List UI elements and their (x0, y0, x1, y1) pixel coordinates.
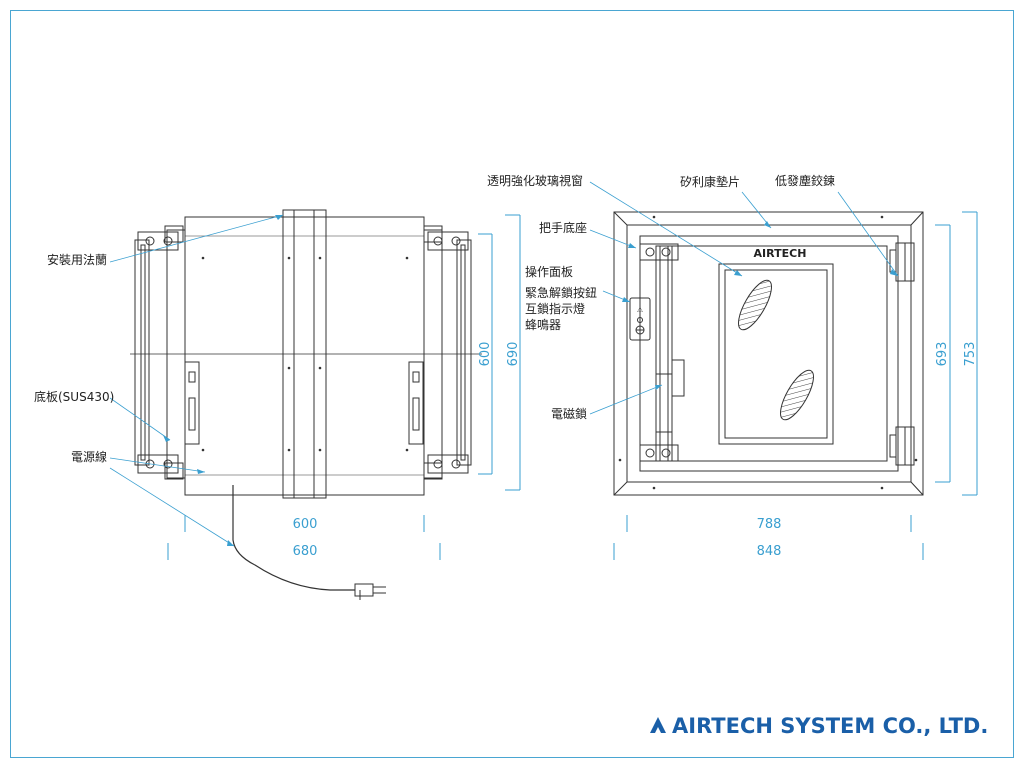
dim-left-inner-height: 600 (478, 342, 493, 367)
label-gasket: 矽利康墊片 (680, 174, 740, 189)
glass-reflection-bottom (780, 369, 814, 421)
label-interlock-indicator: 互鎖指示燈 (525, 301, 585, 316)
label-control-panel: 操作面板 (525, 264, 573, 279)
handle-base-bottom (639, 444, 679, 462)
viewing-window (718, 263, 834, 445)
company-logo-icon (650, 717, 666, 733)
handle-base-top (639, 243, 679, 261)
control-panel: ⚠ (629, 297, 651, 341)
dim-left-outer-width: 680 (293, 544, 318, 559)
power-cord (232, 485, 355, 591)
label-mounting-flange: 安裝用法蘭 (47, 252, 107, 267)
label-power-cord: 電源線 (71, 449, 107, 464)
right-handle (408, 361, 424, 445)
power-plug (354, 583, 386, 600)
left-rail-right (456, 239, 472, 466)
door-panel (639, 235, 899, 472)
drawing-frame (10, 10, 1014, 758)
label-base-plate: 底板(SUS430) (34, 389, 114, 404)
label-handle-base: 把手底座 (539, 220, 587, 235)
label-buzzer: 蜂鳴器 (525, 318, 561, 332)
dim-right-inner-height: 693 (935, 342, 950, 367)
flange-bracket-bl (137, 454, 184, 480)
svg-text:⚠: ⚠ (637, 306, 644, 314)
company-name: AIRTECH SYSTEM CO., LTD. (672, 714, 988, 738)
right-view: ⚠ (589, 181, 978, 560)
left-view (109, 209, 521, 600)
label-magnetic-lock: 電磁鎖 (551, 406, 587, 421)
hinge-top (889, 242, 915, 282)
label-viewing-window: 透明強化玻璃視窗 (487, 173, 583, 188)
dim-left-outer-height: 690 (506, 342, 521, 367)
dim-right-outer-width: 848 (757, 544, 782, 559)
dim-right-outer-height: 753 (963, 342, 978, 367)
left-body-outline (184, 216, 425, 496)
flange-bracket-tl (137, 225, 184, 251)
glass-reflection-top (738, 279, 772, 331)
door-brand-text: AIRTECH (754, 247, 807, 260)
hinge-bottom (889, 426, 915, 466)
left-handle (184, 361, 200, 445)
magnetic-lock (655, 359, 685, 433)
label-hinge: 低發塵鉸鍊 (775, 173, 835, 188)
label-emergency-button: 緊急解鎖按鈕 (525, 285, 597, 300)
left-rail-left (134, 239, 150, 466)
right-outer-frame (613, 211, 924, 496)
dim-right-inner-width: 788 (757, 517, 782, 532)
dim-left-inner-width: 600 (293, 517, 318, 532)
